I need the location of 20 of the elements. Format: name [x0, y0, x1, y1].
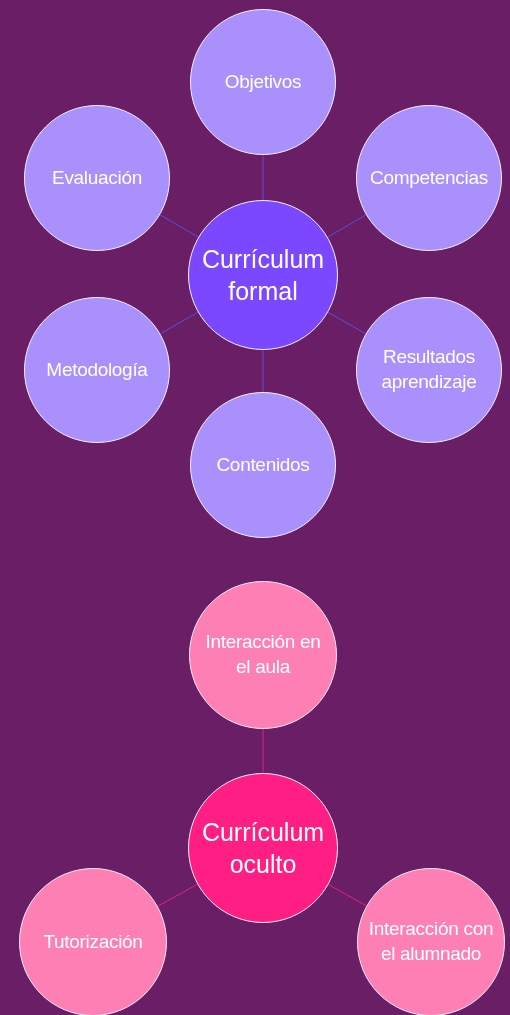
- connector-line: [327, 311, 367, 335]
- connector-line: [262, 728, 264, 774]
- node-label: Objetivos: [223, 69, 303, 94]
- connector-line: [159, 311, 199, 335]
- node-label: Interacción en el aula: [204, 630, 322, 679]
- connector-line: [327, 214, 367, 238]
- connector-line: [262, 349, 264, 393]
- node-label: Interacción con el alumnado: [367, 917, 495, 966]
- connector-line: [327, 884, 367, 907]
- node-label: Competencias: [369, 165, 489, 190]
- node-label: Metodología: [45, 357, 149, 382]
- node-label: Currículum oculto: [200, 816, 326, 880]
- node-label: Tutorización: [42, 929, 144, 954]
- connector-line: [159, 214, 199, 238]
- node-label: Currículum formal: [200, 243, 326, 307]
- connector-line: [157, 883, 198, 907]
- node-label: Resultados aprendizaje: [380, 345, 478, 394]
- node-label: Evaluación: [51, 165, 143, 190]
- connector-line: [262, 154, 264, 201]
- node-label: Contenidos: [215, 452, 311, 477]
